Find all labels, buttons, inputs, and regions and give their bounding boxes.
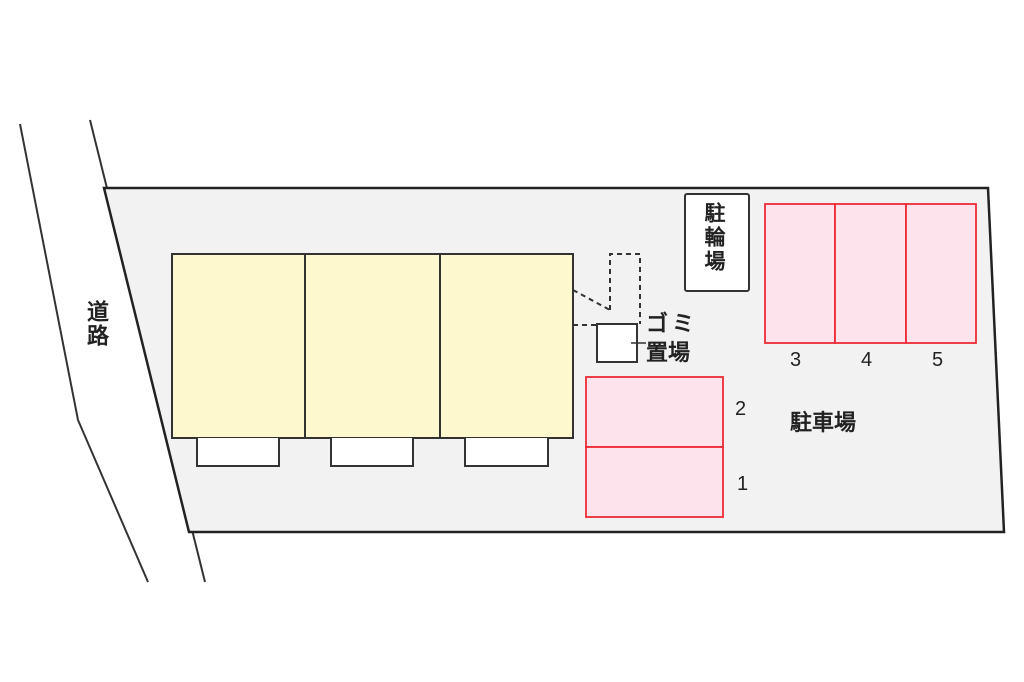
parking-space-4[interactable]: [834, 203, 907, 344]
building-unit-3[interactable]: [439, 253, 574, 439]
parking-number-4: 4: [861, 349, 873, 371]
bicycle-parking-box[interactable]: [684, 193, 750, 292]
parking-number-2: 2: [735, 398, 747, 420]
garbage-area-dashed-outline: [572, 253, 641, 326]
building-unit-1[interactable]: [171, 253, 306, 439]
parking-space-3[interactable]: [764, 203, 836, 344]
garbage-area-label-line1: ゴミ: [646, 312, 699, 337]
parking-number-5: 5: [932, 349, 944, 371]
parking-spaces-top: [764, 203, 977, 344]
porch-unit-2: [330, 438, 414, 467]
apartment-building: [171, 253, 574, 467]
road-label: 道路: [83, 300, 108, 348]
bicycle-parking-label: 駐輪場: [702, 202, 726, 274]
building-unit-2[interactable]: [304, 253, 441, 439]
parking-number-1: 1: [737, 473, 749, 495]
parking-space-2[interactable]: [585, 376, 724, 448]
parking-spaces-left: [585, 376, 724, 518]
road-left-edge: [19, 123, 149, 583]
porch-unit-1: [196, 438, 280, 467]
parking-space-1[interactable]: [585, 446, 724, 518]
parking-space-5[interactable]: [905, 203, 977, 344]
porch-unit-3: [464, 438, 549, 467]
parking-number-3: 3: [790, 349, 802, 371]
garbage-area-label-line2: 置場: [646, 341, 691, 366]
parking-lot-label: 駐車場: [790, 411, 857, 436]
